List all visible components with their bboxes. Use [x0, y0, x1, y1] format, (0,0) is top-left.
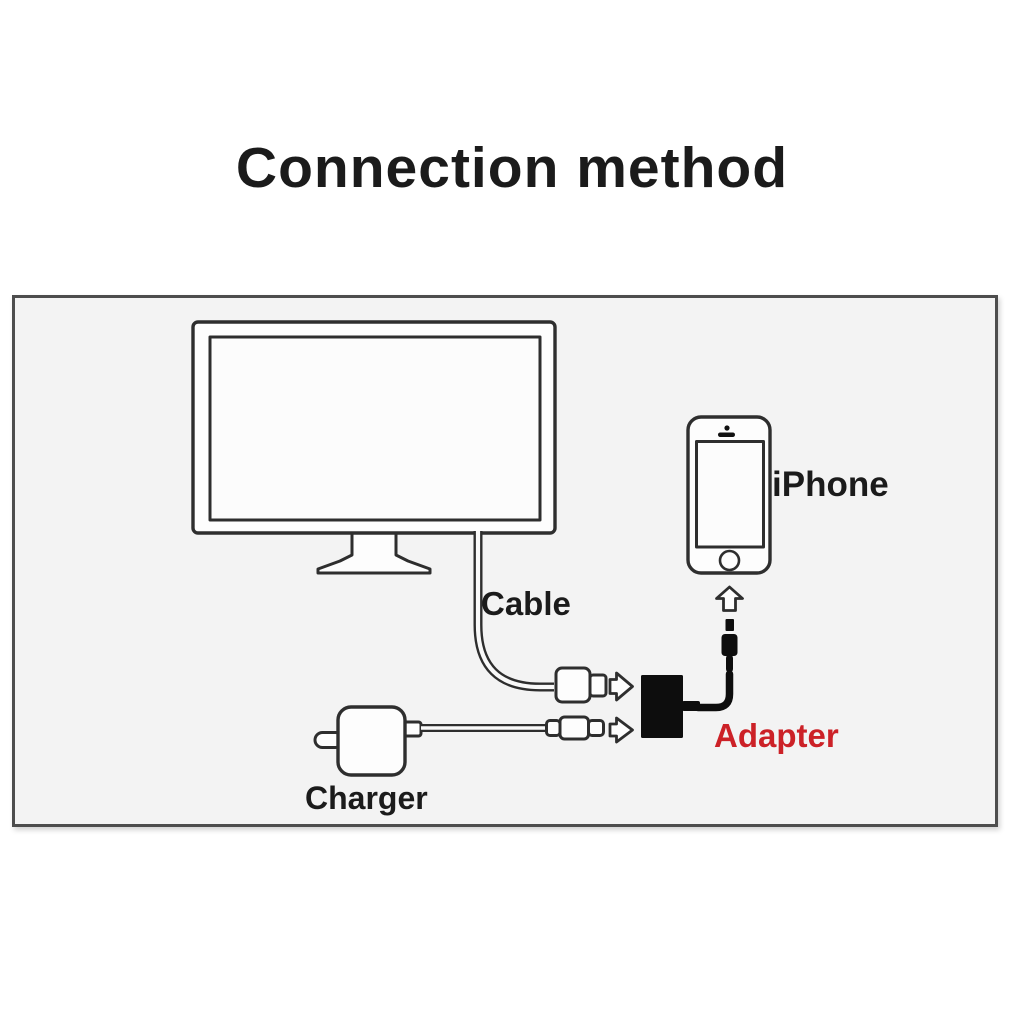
iphone-label: iPhone	[772, 465, 889, 504]
usb-connector-icon	[545, 715, 605, 741]
cable-line	[473, 531, 554, 692]
hdmi-connector-icon	[554, 666, 608, 704]
adapter-label: Adapter	[714, 717, 839, 754]
connection-diagram	[191, 320, 772, 777]
charger-label: Charger	[305, 780, 428, 816]
monitor-icon	[191, 320, 557, 575]
iphone-icon	[686, 415, 772, 575]
adapter-icon	[641, 675, 700, 738]
right-arrow-bottom-icon	[608, 716, 634, 744]
cable-label: Cable	[481, 585, 571, 622]
lightning-connector-icon	[694, 619, 738, 712]
up-arrow-icon	[715, 585, 744, 612]
diagram-panel: Cable iPhone Charger Adapter	[12, 295, 998, 827]
right-arrow-top-icon	[608, 671, 634, 702]
page-title: Connection method	[235, 136, 789, 200]
charger-icon	[313, 705, 423, 777]
